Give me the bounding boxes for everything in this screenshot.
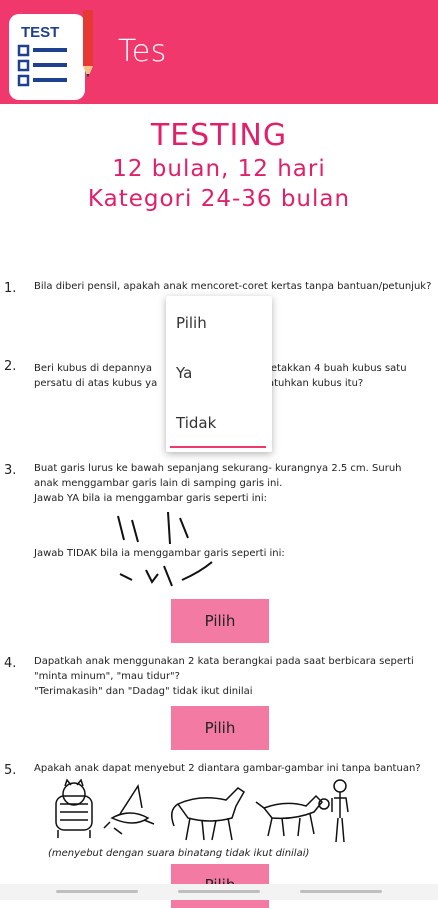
child-age: 12 bulan, 12 hari [112,156,326,182]
test-checklist-icon: TEST [9,10,93,100]
question-text: Bila diberi pensil, apakah anak mencoret… [34,281,432,292]
page-title: TESTING [150,118,288,153]
app-title: Tes [118,34,167,69]
nav-handle[interactable] [56,890,138,893]
question-number: 5. [4,763,17,778]
dropdown-option-tidak[interactable]: Tidak [176,414,217,432]
question-number: 4. [4,656,17,671]
dropdown-option-ya[interactable]: Ya [176,364,193,382]
svg-text:TEST: TEST [21,24,59,41]
nav-handle[interactable] [178,890,260,893]
correct-lines-illustration [117,511,189,545]
question-text: Buat garis lurus ke bawah sepanjang seku… [34,463,402,504]
answer-select-button[interactable]: Pilih [171,599,269,643]
question-text: Beri kubus di depannya eletakkan 4 buah … [34,363,407,389]
incorrect-lines-illustration [119,561,213,587]
question-number: 1. [4,281,17,296]
age-category: Kategori 24-36 bulan [87,186,351,212]
dropdown-option-pilih[interactable]: Pilih [176,314,207,332]
question-caption: (menyebut dengan suara binatang tidak ik… [48,848,310,859]
dropdown-underline [170,446,266,448]
question-text: Jawab TIDAK bila ia menggambar garis sep… [34,548,285,559]
test-header: TESTING 12 bulan, 12 hari Kategori 24-36… [0,118,438,214]
question-text: Apakah anak dapat menyebut 2 diantara ga… [34,763,421,774]
question-text: Dapatkah anak menggunakan 2 kata berangk… [34,656,414,697]
answer-select-button[interactable]: Pilih [171,706,269,750]
answer-dropdown-menu: Pilih Ya Tidak [166,296,272,452]
nav-handle[interactable] [300,890,382,893]
system-navigation-bar [0,884,438,900]
animal-pictures-illustration [55,778,349,843]
app-bar: TEST Tes [0,0,438,104]
question-number: 3. [4,463,17,478]
question-number: 2. [4,359,17,374]
